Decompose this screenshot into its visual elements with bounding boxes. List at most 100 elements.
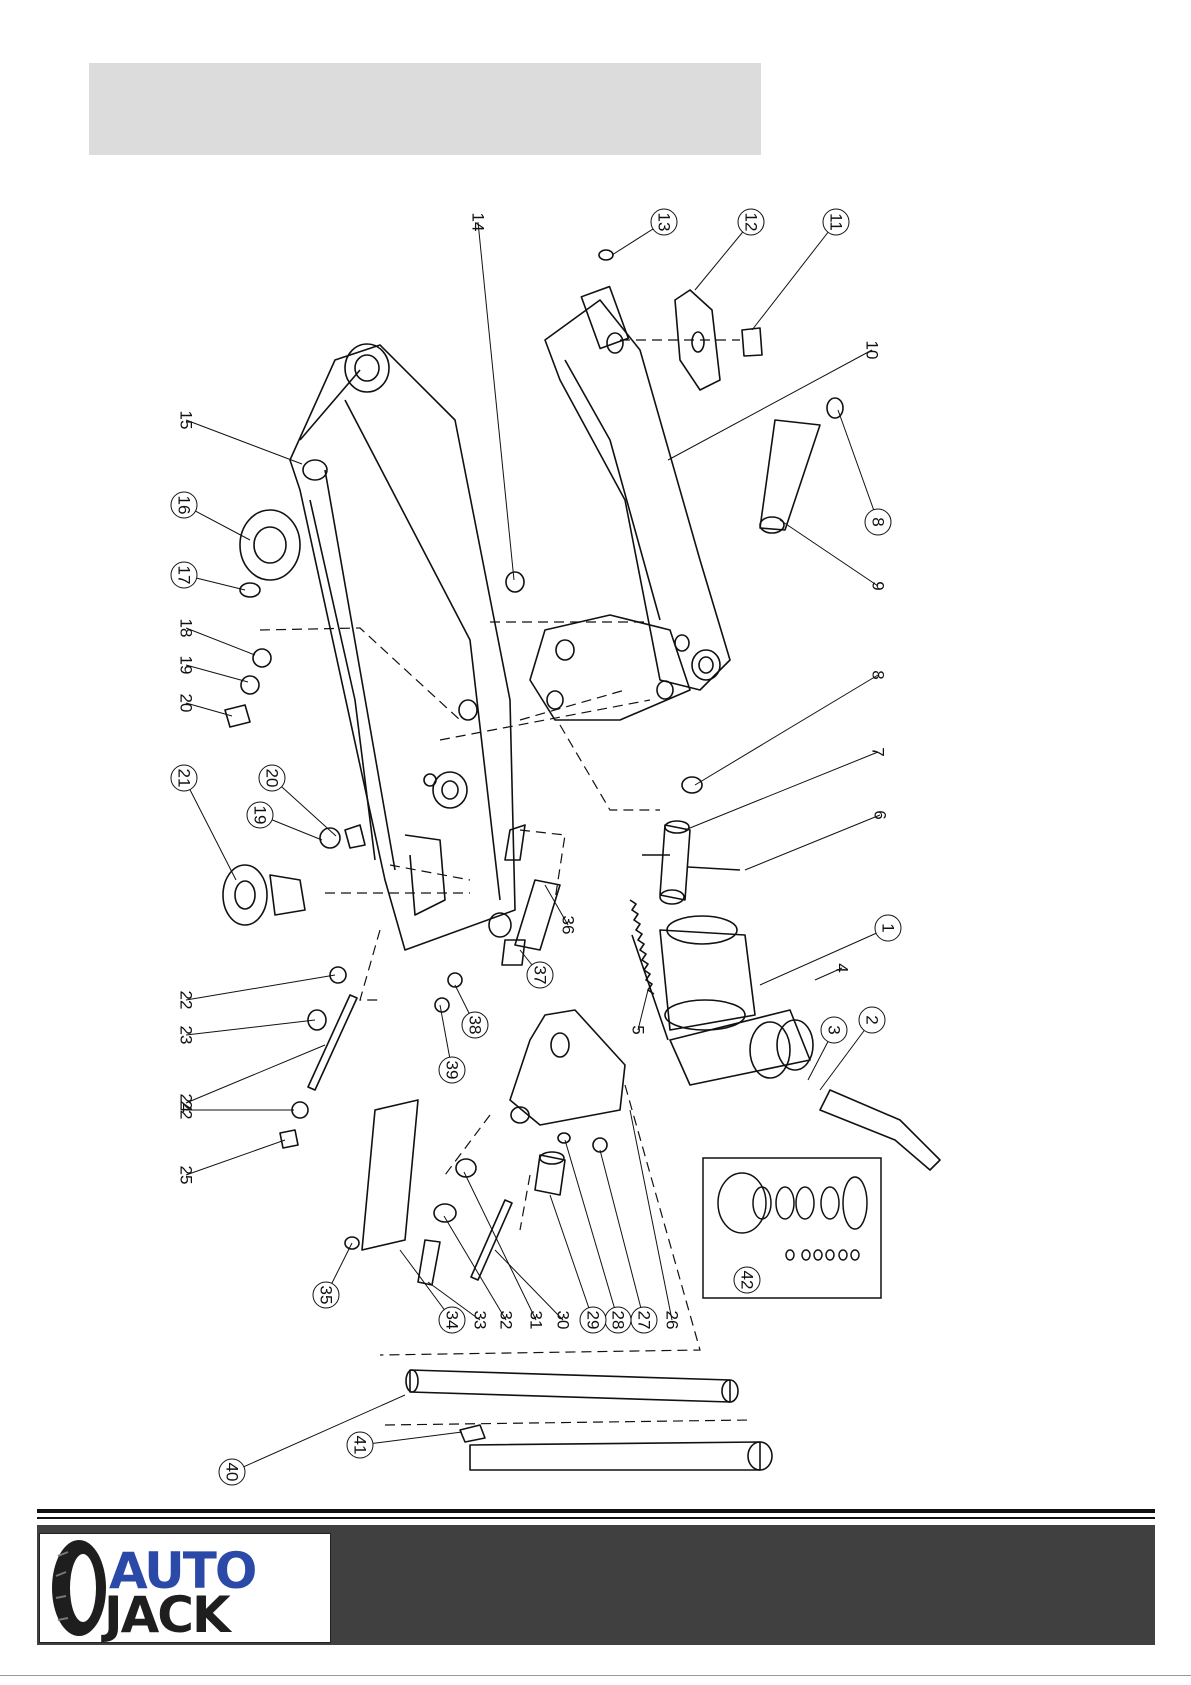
callout-label: 11 [827, 213, 846, 231]
callout-label: 19 [177, 656, 196, 675]
callout-label: 2 [863, 1015, 882, 1024]
callout-label: 36 [559, 916, 578, 935]
callout-label: 31 [527, 1311, 546, 1330]
exploded-parts-diagram: 1234567889101112131415161718191920202122… [0, 0, 1191, 1500]
leader-line [668, 350, 872, 460]
rear-axle-part [280, 967, 357, 1148]
callout-13: 13 [612, 209, 677, 255]
callout-20: 20 [177, 694, 233, 716]
callout-11: 11 [752, 209, 849, 330]
callout-label: 5 [629, 1025, 648, 1034]
pivot-pin-part [682, 398, 843, 793]
callout-label: 16 [175, 496, 194, 515]
leader-line [752, 222, 836, 330]
callout-label: 37 [531, 966, 550, 985]
callout-7: 7 [685, 747, 888, 830]
callout-label: 30 [554, 1311, 573, 1330]
leader-line [444, 1216, 506, 1320]
callout-17: 17 [171, 562, 245, 590]
callout-label: 8 [869, 670, 888, 679]
leader-line [186, 1140, 285, 1175]
callout-label: 13 [655, 213, 674, 232]
callout-label: 29 [584, 1311, 603, 1330]
callout-label: 27 [635, 1311, 654, 1330]
leader-line [184, 778, 236, 880]
footer-rules [37, 1507, 1155, 1527]
callout-38: 38 [455, 985, 488, 1038]
tyre-icon [48, 1536, 110, 1640]
leader-line [565, 1140, 618, 1320]
callout-label: 26 [663, 1311, 682, 1330]
spring-part [630, 900, 654, 994]
leader-line [232, 1395, 405, 1472]
callout-15: 15 [177, 411, 303, 464]
callout-8: 8 [695, 670, 888, 785]
callout-label: 12 [742, 213, 761, 232]
callout-27: 27 [600, 1150, 657, 1333]
callout-label: 17 [175, 566, 194, 585]
handle-socket-part [642, 821, 740, 904]
callout-12: 12 [695, 209, 764, 290]
callout-16: 16 [171, 492, 250, 540]
leader-line [685, 752, 878, 830]
wheel-bracket-part [510, 1010, 625, 1125]
main-frame-part [290, 344, 515, 950]
bottom-rule [0, 1675, 1191, 1676]
callout-label: 42 [738, 1271, 757, 1290]
leader-line [638, 990, 648, 1030]
callout-label: 14 [469, 213, 488, 232]
leader-line [186, 975, 335, 1000]
leader-line [186, 1020, 315, 1035]
callout-label: 20 [177, 694, 196, 713]
callout-5: 5 [629, 990, 649, 1035]
callout-label: 41 [351, 1436, 370, 1455]
callout-20: 20 [259, 765, 336, 836]
callout-label: 18 [177, 619, 196, 638]
callout-4: 4 [815, 963, 852, 980]
callout-6: 6 [745, 810, 890, 870]
callout-label: 32 [497, 1311, 516, 1330]
callout-19: 19 [177, 656, 249, 682]
callout-label: 40 [223, 1463, 242, 1482]
callout-label: 25 [177, 1166, 196, 1185]
callout-40: 40 [219, 1395, 405, 1485]
callout-label: 28 [609, 1311, 628, 1330]
leader-line [186, 1045, 325, 1103]
callout-8: 8 [838, 410, 891, 535]
callout-label: 10 [863, 341, 882, 360]
saddle-part [599, 250, 762, 390]
callout-23: 23 [177, 1020, 316, 1044]
callout-36: 36 [545, 885, 578, 934]
callout-3: 3 [808, 1017, 847, 1080]
callout-31: 31 [464, 1172, 546, 1329]
callout-21: 21 [171, 765, 236, 880]
callout-18: 18 [177, 619, 256, 655]
callout-label: 1 [879, 923, 898, 932]
handle-part [406, 1370, 772, 1470]
callout-label: 8 [869, 517, 888, 526]
callout-label: 24 [177, 1094, 196, 1113]
callout-42: 42 [734, 1267, 760, 1293]
callout-label: 20 [263, 769, 282, 788]
callout-1: 1 [760, 915, 901, 985]
callout-22: 22 [177, 975, 336, 1009]
callout-label: 35 [317, 1286, 336, 1305]
leader-line [360, 1432, 462, 1445]
callout-label: 34 [443, 1311, 462, 1330]
callout-39: 39 [439, 1005, 465, 1083]
leader-line [780, 520, 878, 586]
leader-line [186, 420, 302, 464]
callout-label: 33 [471, 1311, 490, 1330]
callout-label: 22 [177, 991, 196, 1010]
leader-line [495, 1250, 563, 1320]
assembly-guides [260, 340, 750, 1425]
callout-19: 19 [247, 802, 322, 840]
leader-line [600, 1150, 644, 1320]
callout-label: 38 [466, 1016, 485, 1035]
leader-line [464, 1172, 536, 1320]
hydraulic-pump-part [632, 916, 940, 1170]
callout-label: 7 [869, 747, 888, 756]
leader-line [838, 410, 878, 522]
callout-label: 4 [833, 963, 852, 972]
seal-kit-box [703, 1158, 881, 1298]
